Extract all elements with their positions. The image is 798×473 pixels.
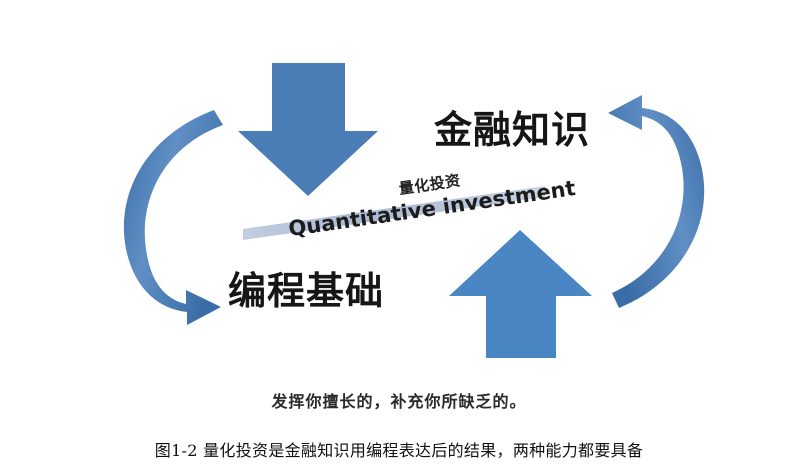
right-curved-arrow-icon: [608, 95, 705, 308]
tagline-text: 发挥你擅长的，补充你所缺乏的。: [271, 392, 527, 411]
left-curved-arrow-icon: [123, 110, 223, 325]
label-programming-basics: 编程基础: [228, 269, 385, 313]
figure-caption: 图1-2 量化投资是金融知识用编程表达后的结果，两种能力都要具备: [154, 441, 644, 460]
label-financial-knowledge: 金融知识: [434, 108, 591, 152]
up-arrow-icon: [449, 230, 592, 358]
diagonal-bar: [243, 186, 545, 240]
down-arrow-icon: [238, 63, 378, 196]
